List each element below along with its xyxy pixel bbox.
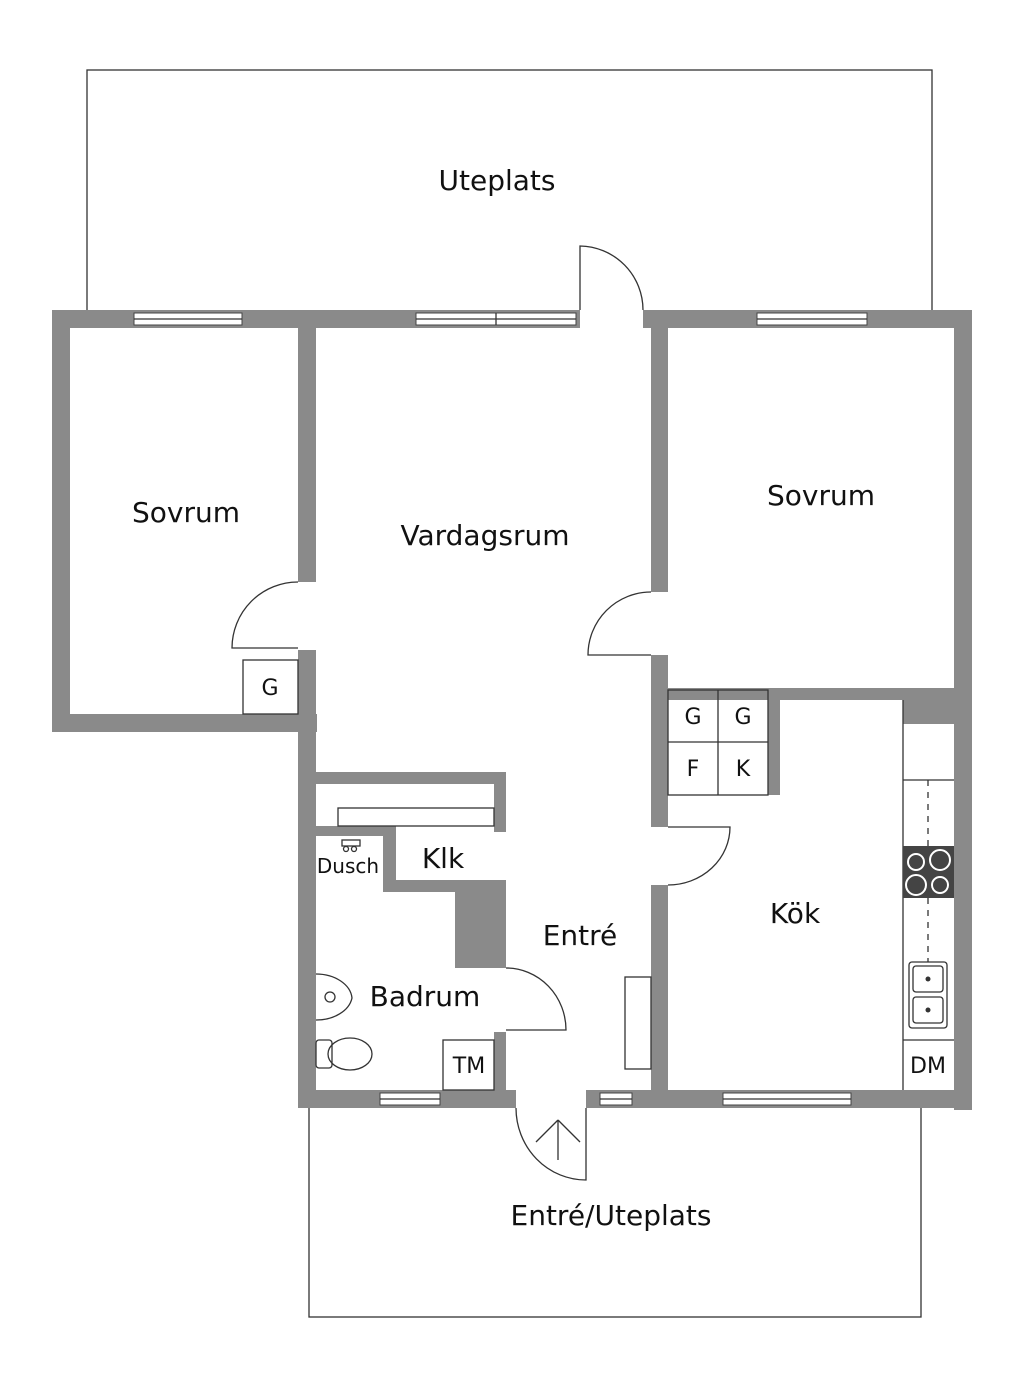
label-wardrobe-2: G [734,705,751,730]
walls [52,310,972,1110]
stove-icon [903,846,954,898]
label-wardrobe-1: G [684,705,701,730]
label-entre-uteplats: Entré/Uteplats [511,1199,712,1232]
openings [296,308,670,1110]
door-swings [231,245,731,1181]
label-dusch: Dusch [317,854,379,878]
label-sovrum-left: Sovrum [132,496,240,529]
label-klk: Klk [422,842,465,875]
label-fridge: K [736,757,751,782]
label-washing-machine: TM [452,1054,485,1079]
entry-arrow-icon [535,1119,581,1160]
label-vardagsrum: Vardagsrum [401,519,570,552]
washbasin-icon [315,973,353,1021]
sink-icon [908,961,948,1029]
label-kok: Kök [770,897,821,930]
label-uteplats-top: Uteplats [439,164,556,197]
label-dishwasher: DM [910,1054,946,1079]
label-entre: Entré [543,919,618,952]
label-badrum: Badrum [370,980,481,1013]
label-sovrum-right: Sovrum [767,479,875,512]
label-wardrobe-left: G [261,676,278,701]
shower-icon [341,839,361,853]
windows [133,312,868,1106]
label-freezer: F [687,757,700,782]
toilet-icon [315,1037,373,1071]
